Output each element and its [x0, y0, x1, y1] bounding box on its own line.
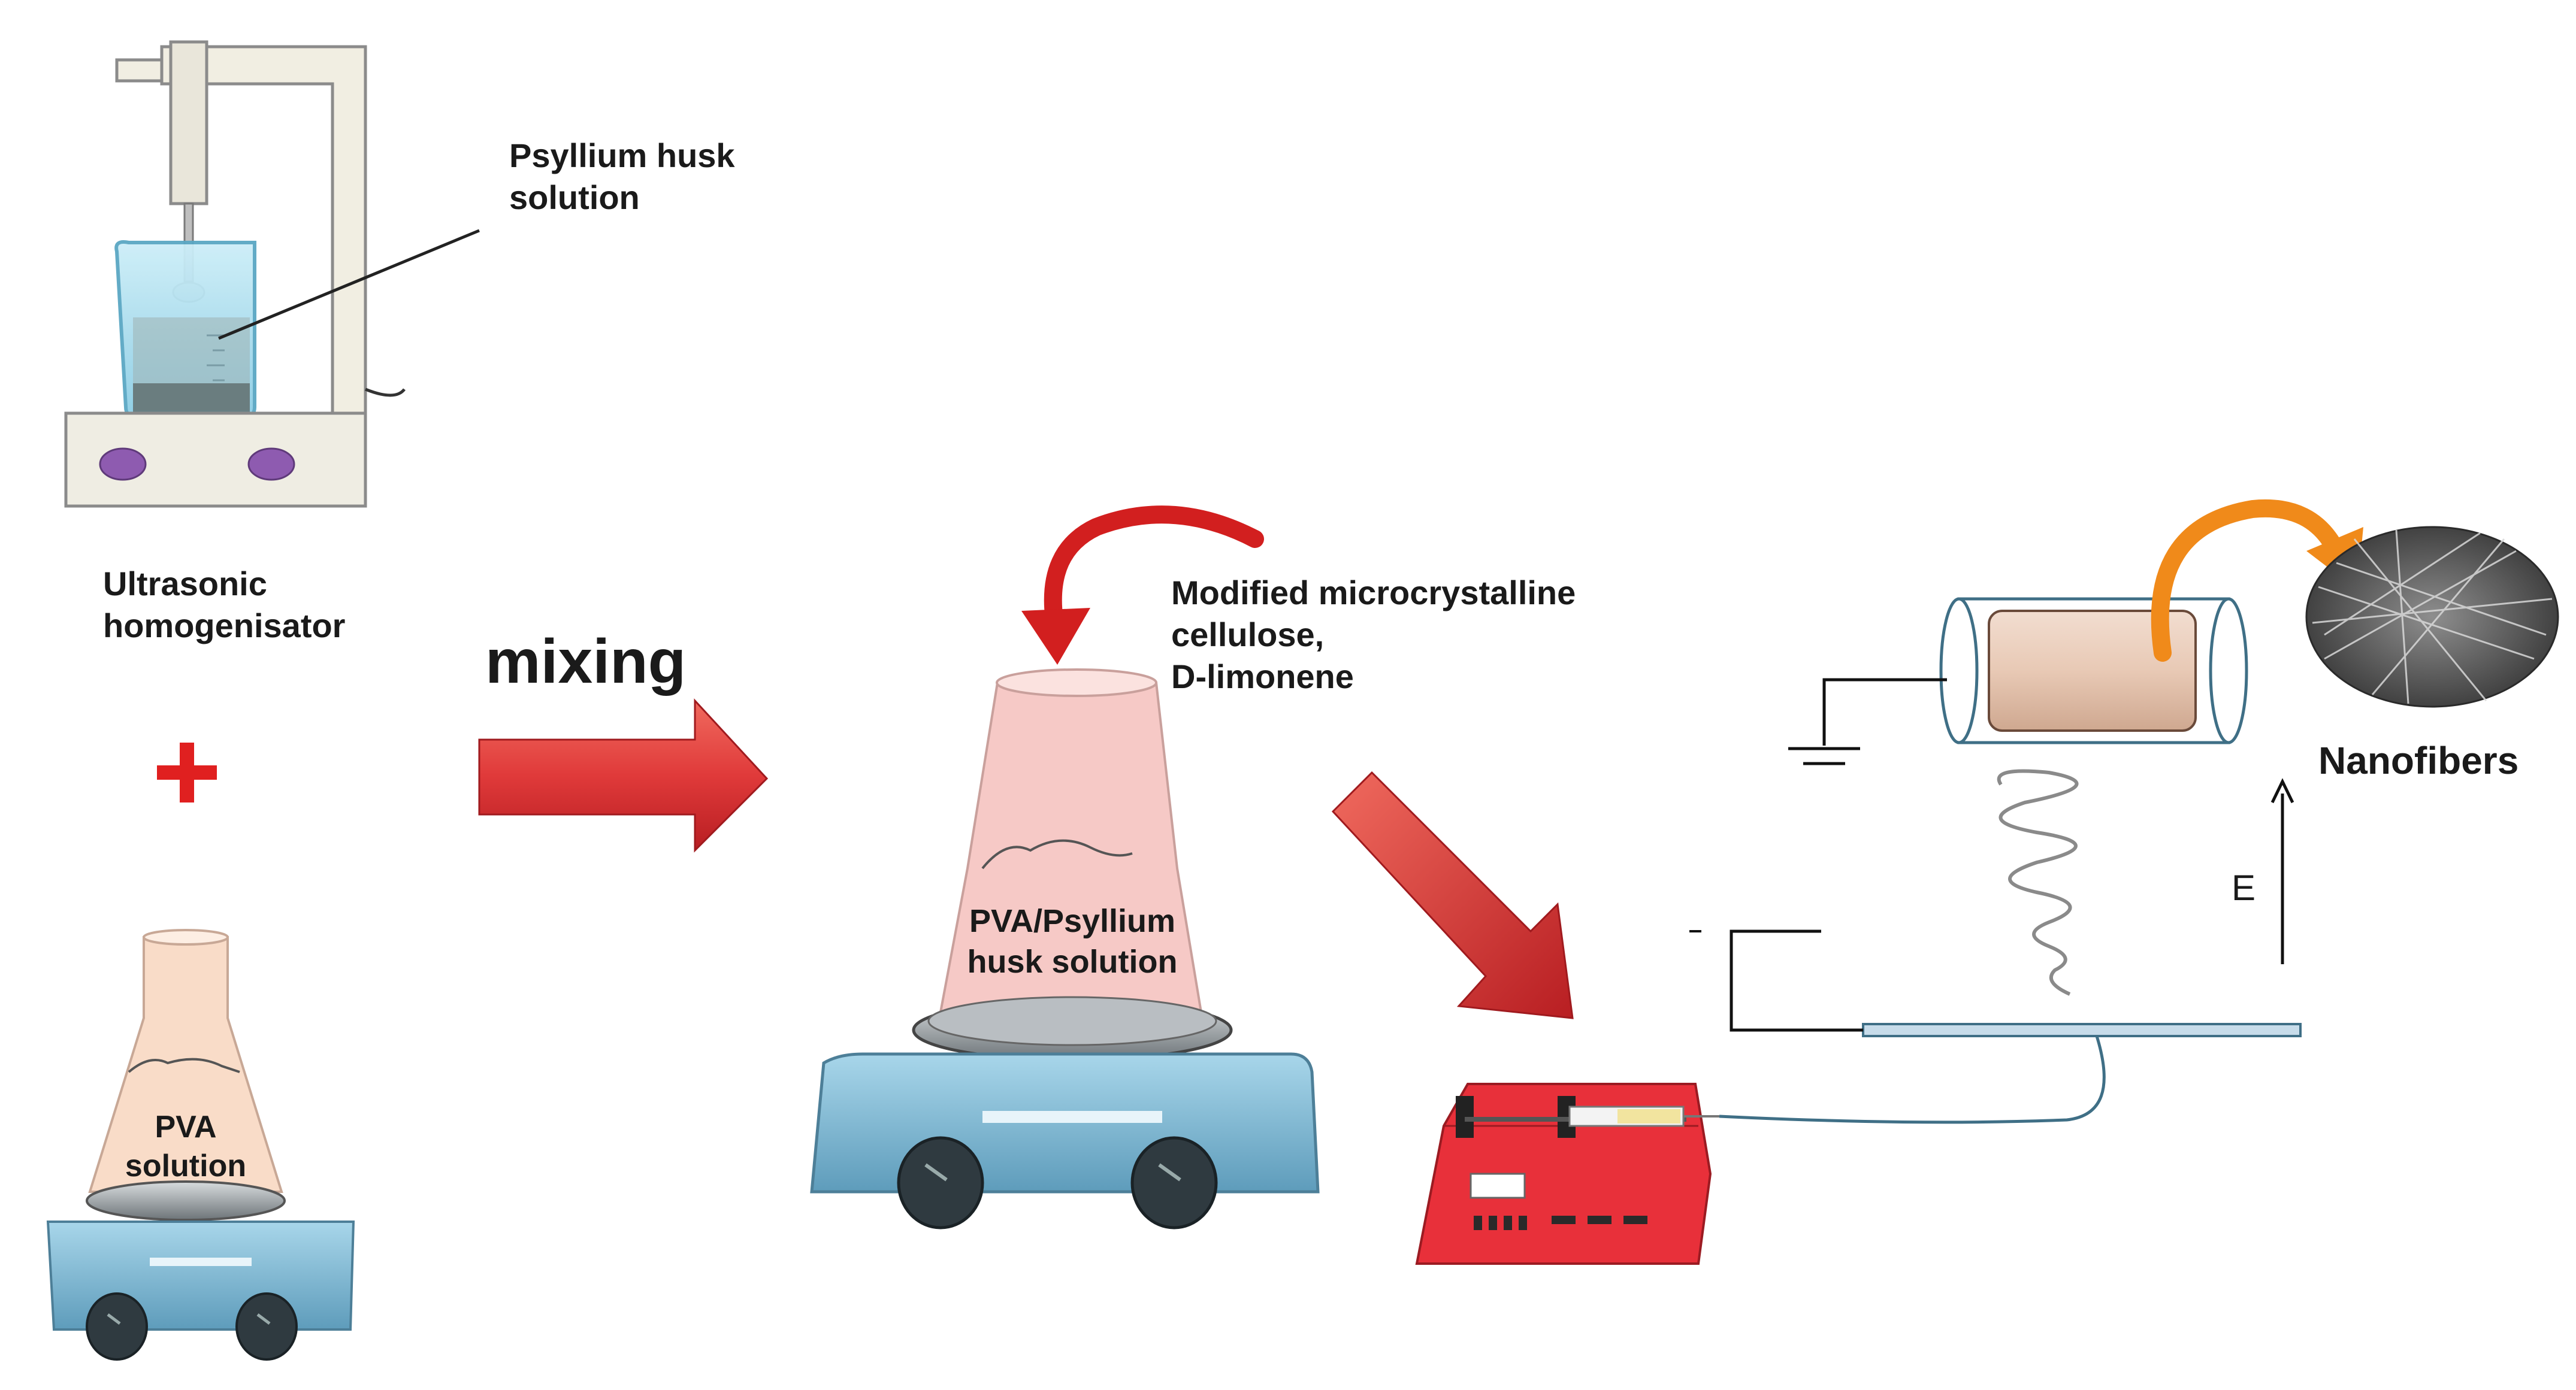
- homogenisator-line-1: Ultrasonic: [103, 565, 267, 602]
- mixing-arrow: [478, 698, 769, 853]
- homogenisator-label: Ultrasonic homogenisator: [103, 563, 345, 647]
- additives-line-3: D-limonene: [1171, 658, 1354, 695]
- psyllium-solution-line-2: solution: [509, 178, 640, 216]
- additives-line-1: Modified microcrystalline: [1171, 574, 1576, 611]
- pva-solution-line-1: PVA: [155, 1110, 217, 1144]
- electrospinning-setup: [1689, 499, 2559, 1037]
- nanofibers-label: Nanofibers: [2318, 737, 2518, 785]
- nanofibers-text: Nanofibers: [2318, 739, 2519, 782]
- pva-psyllium-line-1: PVA/Psyllium: [969, 903, 1176, 939]
- pump-arrow: [1331, 771, 1574, 1019]
- additives-line-2: cellulose,: [1171, 616, 1325, 653]
- homogenisator-line-2: homogenisator: [103, 607, 346, 644]
- psyllium-pointer-line: [218, 229, 480, 340]
- electric-field-text: E: [2232, 868, 2256, 908]
- mixing-label: mixing: [485, 623, 686, 701]
- psyllium-solution-line-1: Psyllium husk: [509, 137, 735, 174]
- pva-psyllium-stirrer: [810, 668, 1320, 1230]
- additives-label: Modified microcrystalline cellulose, D-l…: [1171, 572, 1576, 698]
- pva-solution-line-2: solution: [125, 1149, 247, 1183]
- plus-sign: [157, 743, 217, 802]
- additive-curved-arrow: [1021, 505, 1264, 665]
- pva-solution-label: PVA solution: [123, 1108, 249, 1186]
- nanofiber-sem-image: [2305, 526, 2559, 708]
- psyllium-solution-label: Psyllium husk solution: [509, 135, 735, 219]
- syringe-pump: [1415, 1035, 2106, 1265]
- ultrasonic-homogenisator: [64, 40, 406, 508]
- pva-psyllium-label: PVA/Psyllium husk solution: [941, 901, 1204, 982]
- pva-stirrer: [46, 929, 355, 1361]
- pva-psyllium-line-2: husk solution: [967, 943, 1178, 980]
- mixing-text: mixing: [485, 627, 687, 696]
- electric-field-label: E: [2232, 865, 2255, 910]
